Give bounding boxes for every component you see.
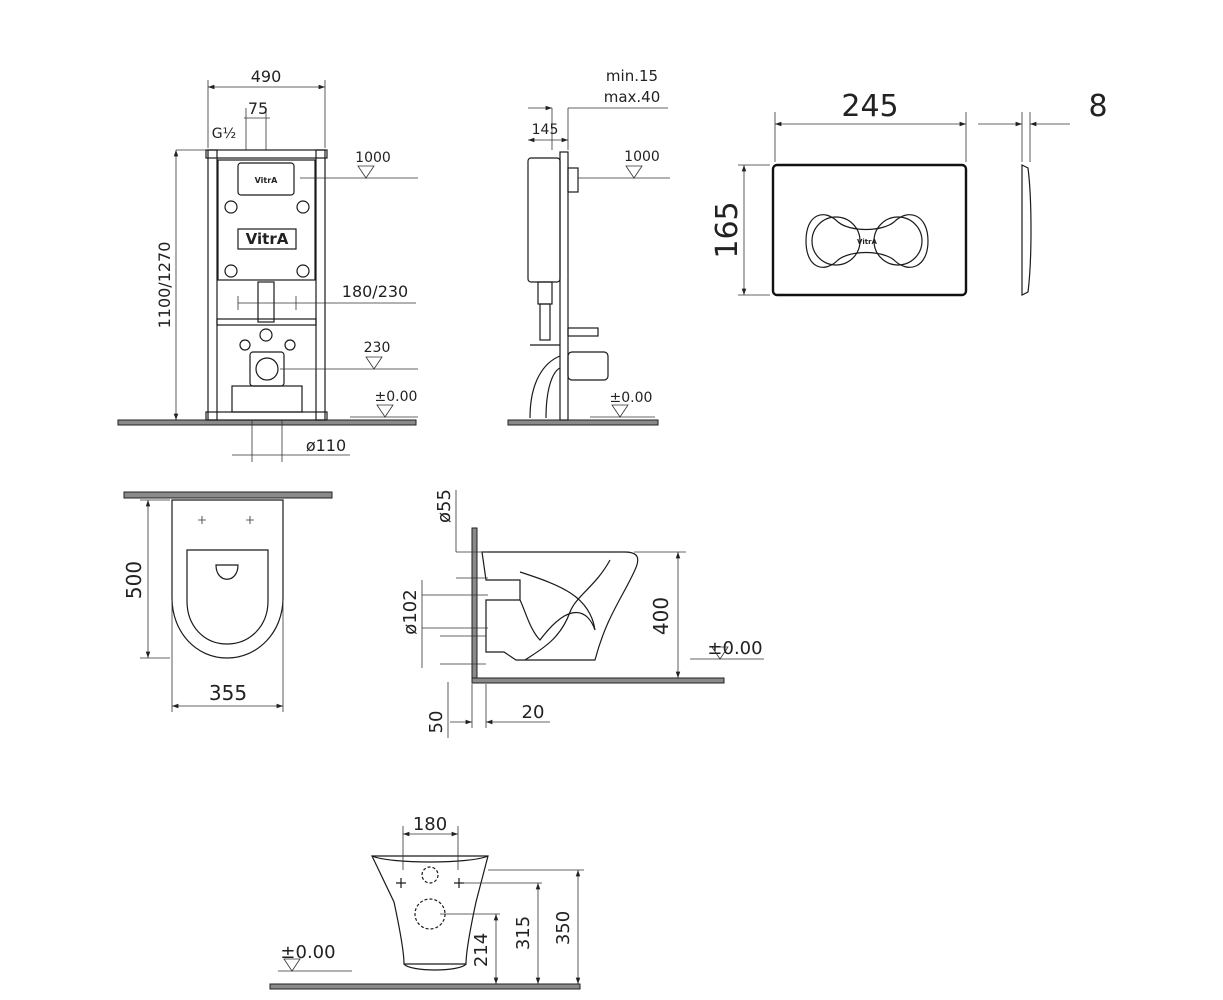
drain-dia-label: ø110 [306,436,346,455]
flush-pipe [257,281,275,323]
frame-logo-small: VitrA [255,176,279,185]
frame-front-view: VitrA VitrA 490 75 G½ 1100/1270 1000 [117,67,418,462]
bowl-side-outline [481,551,639,661]
bowl-back-view: 180 ±0.00 214 315 350 [269,814,584,990]
bowl-top-outline [171,499,284,659]
flush-plate: VitrA 245 165 8 [710,89,1108,297]
thread-label: G½ [212,126,236,142]
plate-width-label: 245 [841,89,898,124]
drain-connector [249,351,285,387]
frame-width-label: 490 [251,67,282,86]
bowl-side-section: ø55 ø102 400 ±0.00 50 20 [400,489,764,738]
floor-line [117,419,417,426]
flush-plate-side [1021,164,1032,296]
drain-height-label: 230 [364,340,391,356]
flush-plate-outline [771,163,968,297]
floor-back [269,983,581,990]
cistern-logo-plate [237,228,297,250]
plate-thickness-label: 8 [1088,89,1107,124]
max-label: max.40 [604,88,661,106]
cistern-body [217,159,316,281]
bowl-length-label: 500 [122,561,146,599]
frame-left-post [207,149,218,421]
inlet-dia-label: ø55 [434,489,455,523]
floor-label-bowl: ±0.00 [707,638,762,659]
frame-side-post [559,151,569,421]
frame-bottom-rail [205,411,328,421]
bowl-top-rim [186,549,269,645]
dual-flush-buttons [805,214,929,268]
floor-side [471,677,725,684]
side-ref-1000-label: 1000 [624,149,660,165]
plate-height-label: 165 [710,201,745,258]
frame-side-view: min.15 max.40 145 1000 ±0.00 [507,67,670,426]
wall-side [471,527,478,683]
depth-label: 145 [532,122,559,138]
flush-plate-logo: VitrA [857,238,877,246]
bolt-spacing-label: 180/230 [342,282,408,301]
frame-logo-big: VitrA [246,230,289,248]
wall-top [123,491,333,499]
gap-label: 50 [426,711,447,734]
bowl-width-label: 355 [209,681,247,705]
floor-label-front: ±0.00 [375,389,418,405]
inlet-height-label: 315 [513,916,534,950]
floor-label-back: ±0.00 [280,942,335,963]
outlet-height-label: 214 [471,933,492,967]
floor-line-side [507,419,659,426]
frame-top-rail [205,149,328,159]
bowl-top-view: 500 355 [122,491,333,712]
back-bolt-spacing-label: 180 [413,814,447,835]
flush-opening [237,162,295,196]
bowl-height-label: 400 [649,597,673,635]
frame-height-label: 1100/1270 [155,242,174,329]
floor-label-side: ±0.00 [610,390,653,406]
offset-20-label: 20 [522,702,545,723]
ref-1000-label: 1000 [355,150,391,166]
offset-label: 75 [248,99,268,118]
frame-right-post [315,149,326,421]
outlet-dia-label: ø102 [400,589,421,634]
bolt-height-label: 350 [553,911,574,945]
cistern-side [527,157,561,283]
min-label: min.15 [606,67,658,85]
